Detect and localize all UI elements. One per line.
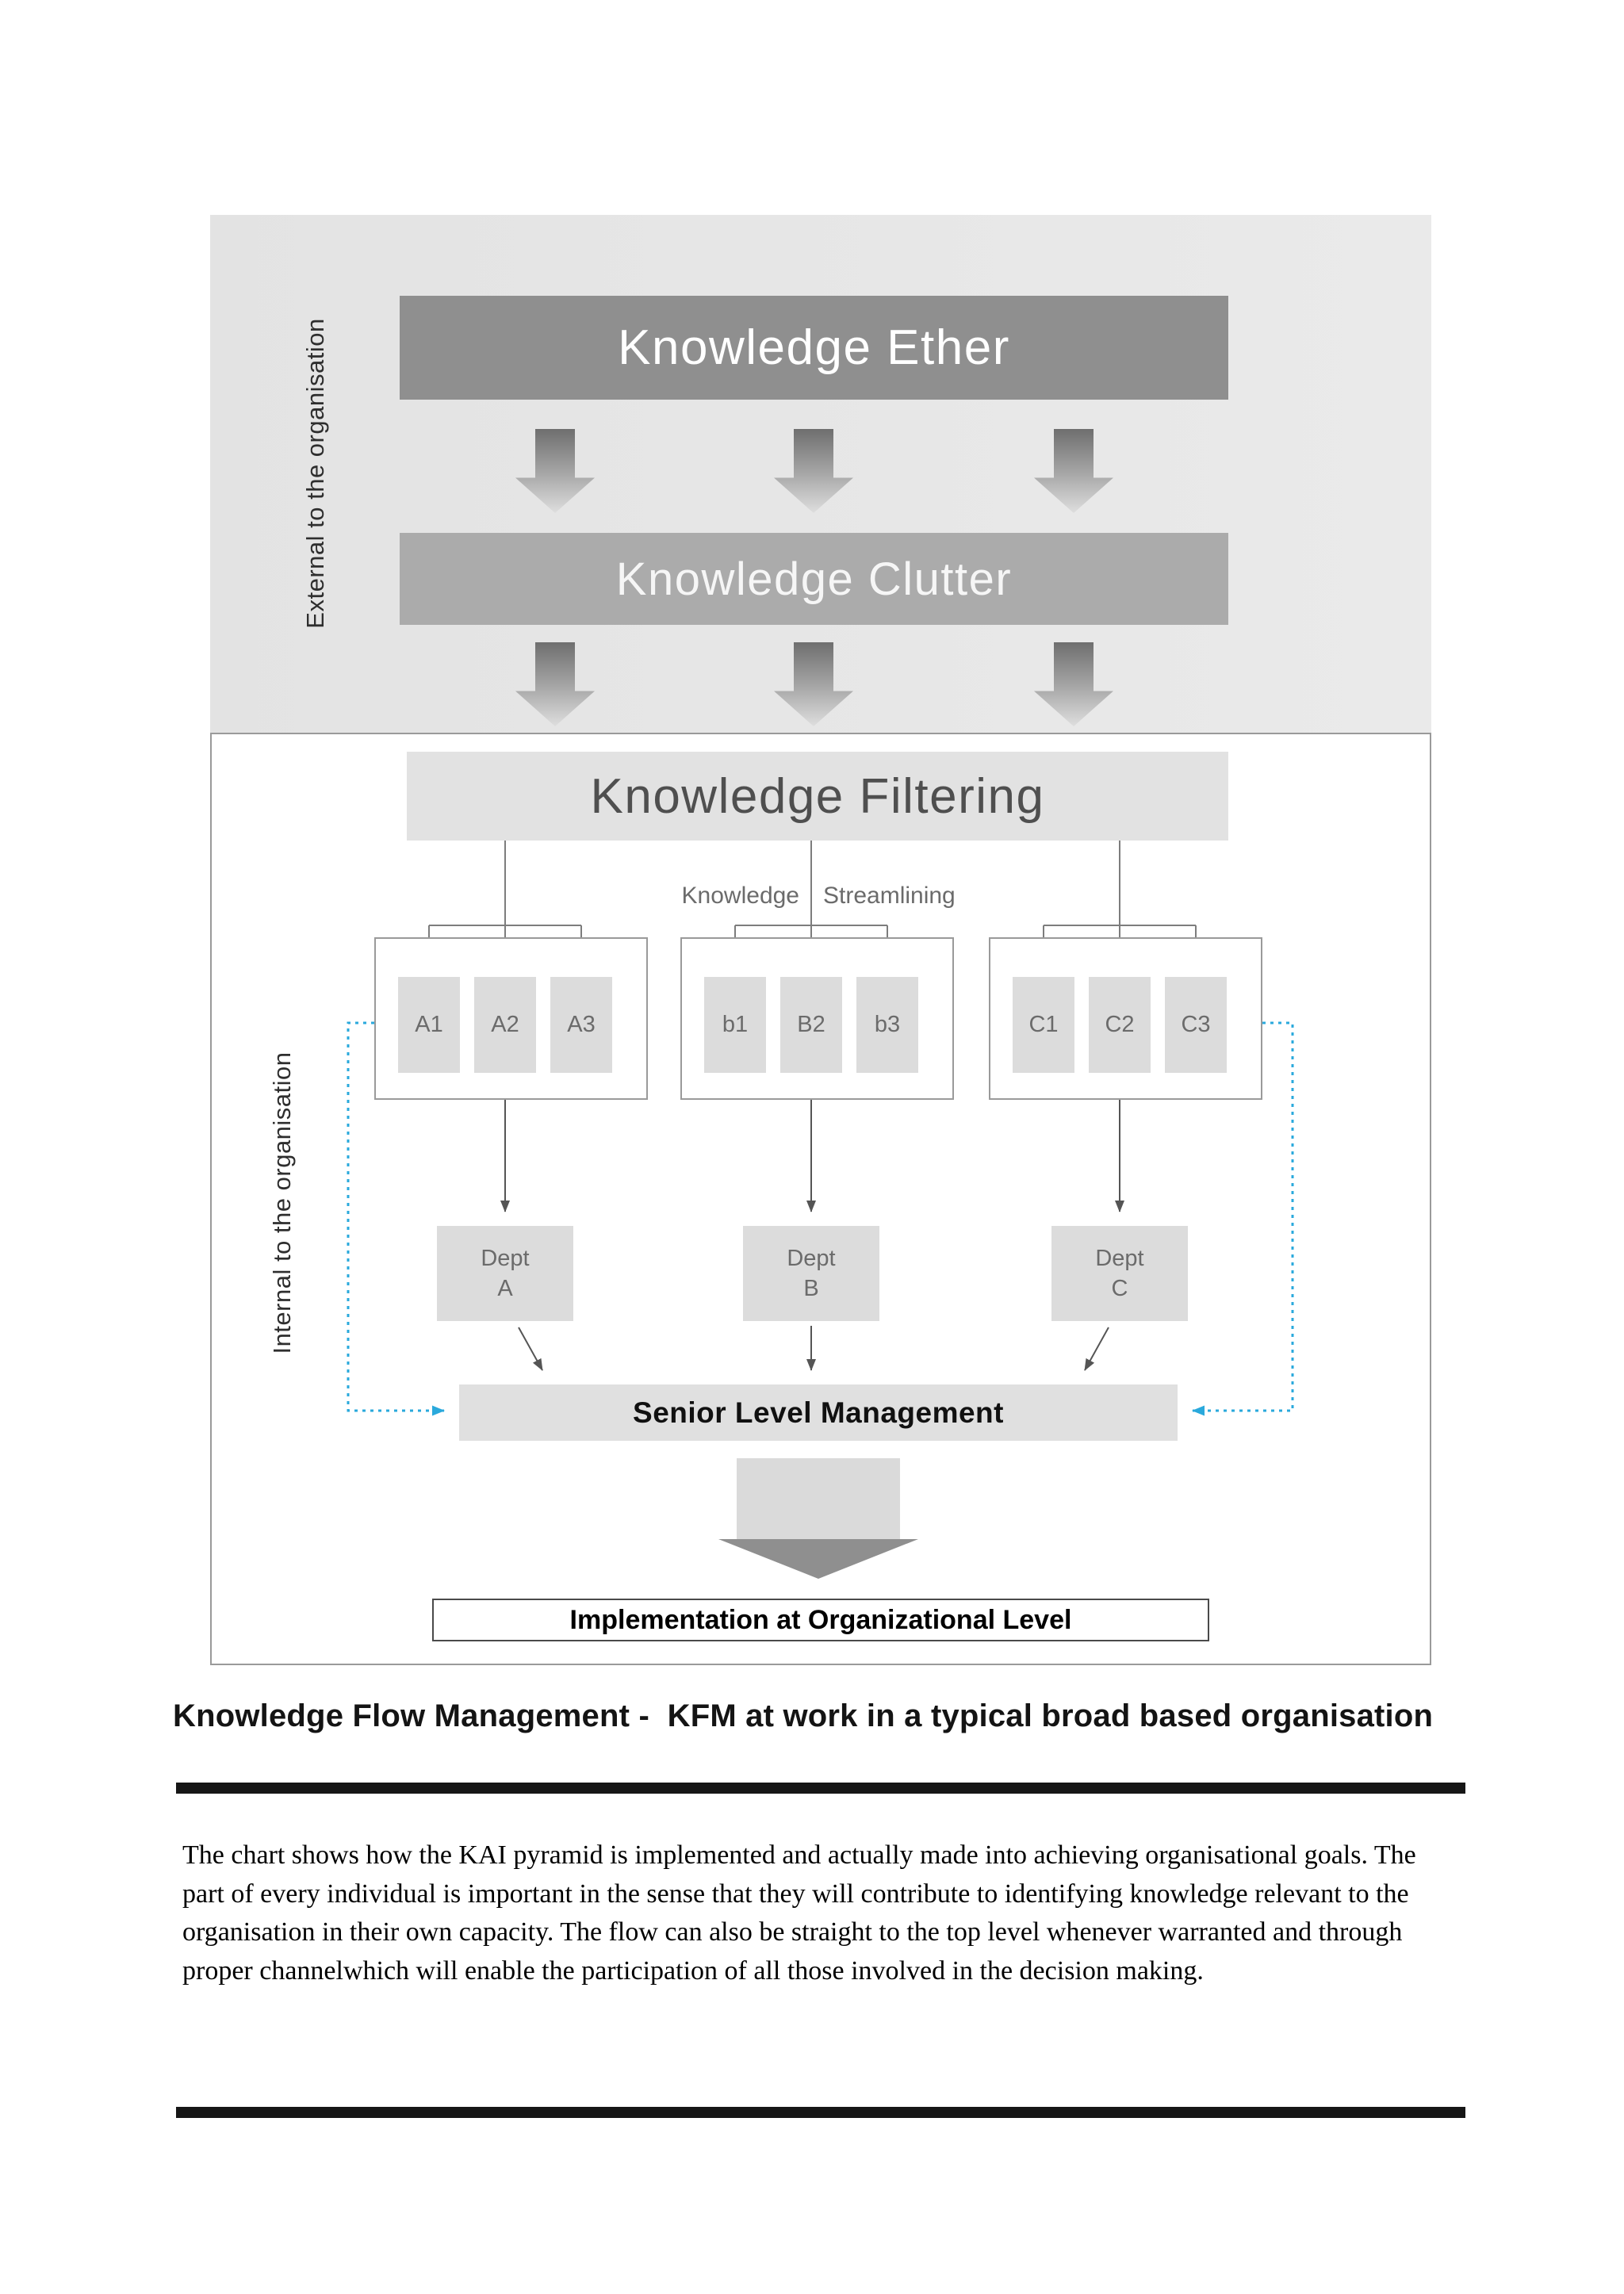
figure-caption: Knowledge Flow Management - KFM at work … bbox=[173, 1698, 1434, 1733]
internal-region-label: Internal to the organisation bbox=[268, 1051, 296, 1354]
cell-a1: A1 bbox=[398, 977, 460, 1073]
cell-b3: b3 bbox=[856, 977, 918, 1073]
knowledge-group-c: C1 C2 C3 bbox=[989, 937, 1262, 1100]
implementation-box: Implementation at Organizational Level bbox=[432, 1599, 1209, 1641]
knowledge-group-b: b1 B2 b3 bbox=[680, 937, 954, 1100]
cell-a3: A3 bbox=[550, 977, 612, 1073]
cell-b1: b1 bbox=[704, 977, 766, 1073]
knowledge-ether-box: Knowledge Ether bbox=[400, 296, 1228, 400]
divider-rule-bottom bbox=[176, 2107, 1465, 2118]
cell-c1: C1 bbox=[1013, 977, 1074, 1073]
dept-a-box: Dept A bbox=[437, 1226, 573, 1321]
divider-rule-top bbox=[176, 1783, 1465, 1794]
cell-c3: C3 bbox=[1165, 977, 1227, 1073]
big-down-arrow-icon bbox=[737, 1458, 900, 1539]
knowledge-group-a: A1 A2 A3 bbox=[374, 937, 648, 1100]
knowledge-filtering-box: Knowledge Filtering bbox=[407, 752, 1228, 841]
dept-b-box: Dept B bbox=[743, 1226, 879, 1321]
knowledge-clutter-box: Knowledge Clutter bbox=[400, 533, 1228, 625]
cell-b2: B2 bbox=[780, 977, 842, 1073]
streamlining-label-left: Knowledge bbox=[681, 883, 799, 909]
dept-c-box: Dept C bbox=[1051, 1226, 1188, 1321]
external-region-label: External to the organisation bbox=[301, 318, 329, 629]
senior-level-management-box: Senior Level Management bbox=[459, 1384, 1178, 1441]
body-paragraph: The chart shows how the KAI pyramid is i… bbox=[182, 1840, 1416, 1986]
cell-c2: C2 bbox=[1089, 977, 1151, 1073]
cell-a2: A2 bbox=[474, 977, 536, 1073]
streamlining-label-right: Streamlining bbox=[823, 883, 956, 909]
